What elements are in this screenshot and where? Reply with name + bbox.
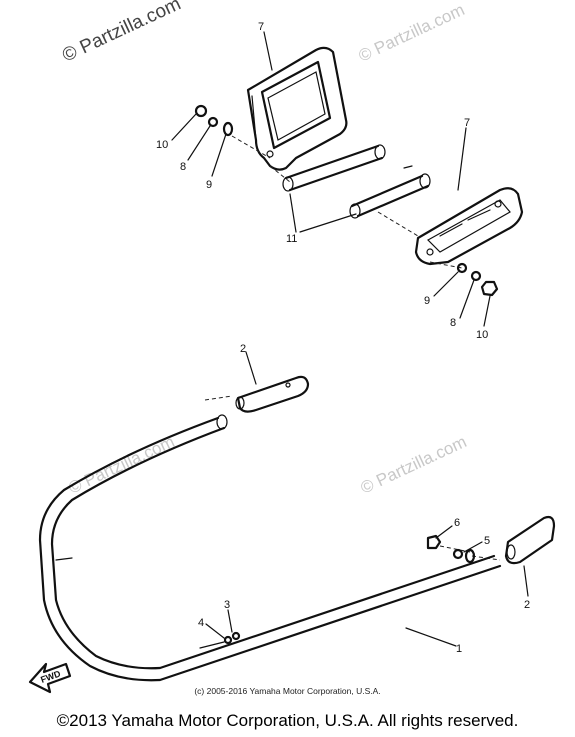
fasteners-upper — [194, 104, 234, 137]
watermark-top-right: © Partzilla.com — [356, 0, 468, 66]
callout-8-upper: 8 — [180, 161, 186, 173]
callout-7-lower: 7 — [464, 117, 470, 129]
shaft-pair — [282, 144, 431, 219]
callout-10-lower: 10 — [476, 329, 488, 341]
rights-notice: ©2013 Yamaha Motor Corporation, U.S.A. A… — [56, 711, 519, 730]
callout-7-upper: 7 — [258, 21, 264, 33]
watermark-mid-right: © Partzilla.com — [358, 432, 470, 498]
callout-1: 1 — [456, 643, 462, 655]
callout-11: 11 — [286, 233, 297, 245]
callout-9-upper: 9 — [206, 179, 212, 191]
grip-lower — [504, 515, 556, 565]
callout-5: 5 — [484, 535, 490, 547]
grip-upper — [235, 375, 310, 413]
callout-4: 4 — [198, 617, 204, 629]
forward-arrow-icon: FWD — [28, 662, 72, 694]
bracket-upper — [246, 46, 348, 171]
callout-6: 6 — [454, 517, 460, 529]
callout-2-lower: 2 — [524, 599, 530, 611]
callout-2-upper: 2 — [240, 343, 246, 355]
leader-lines — [171, 31, 529, 647]
bracket-lower — [414, 187, 524, 266]
callout-10-upper: 10 — [156, 139, 168, 151]
callout-9-lower: 9 — [424, 295, 430, 307]
fasteners-lower — [456, 262, 499, 297]
fasteners-grip — [426, 534, 476, 564]
diagram-copyright: (c) 2005-2016 Yamaha Motor Corporation, … — [194, 686, 381, 696]
guard-frame — [38, 414, 502, 682]
callout-3: 3 — [224, 599, 230, 611]
watermark-main: © Partzilla.com — [59, 0, 184, 67]
callout-8-lower: 8 — [450, 317, 456, 329]
